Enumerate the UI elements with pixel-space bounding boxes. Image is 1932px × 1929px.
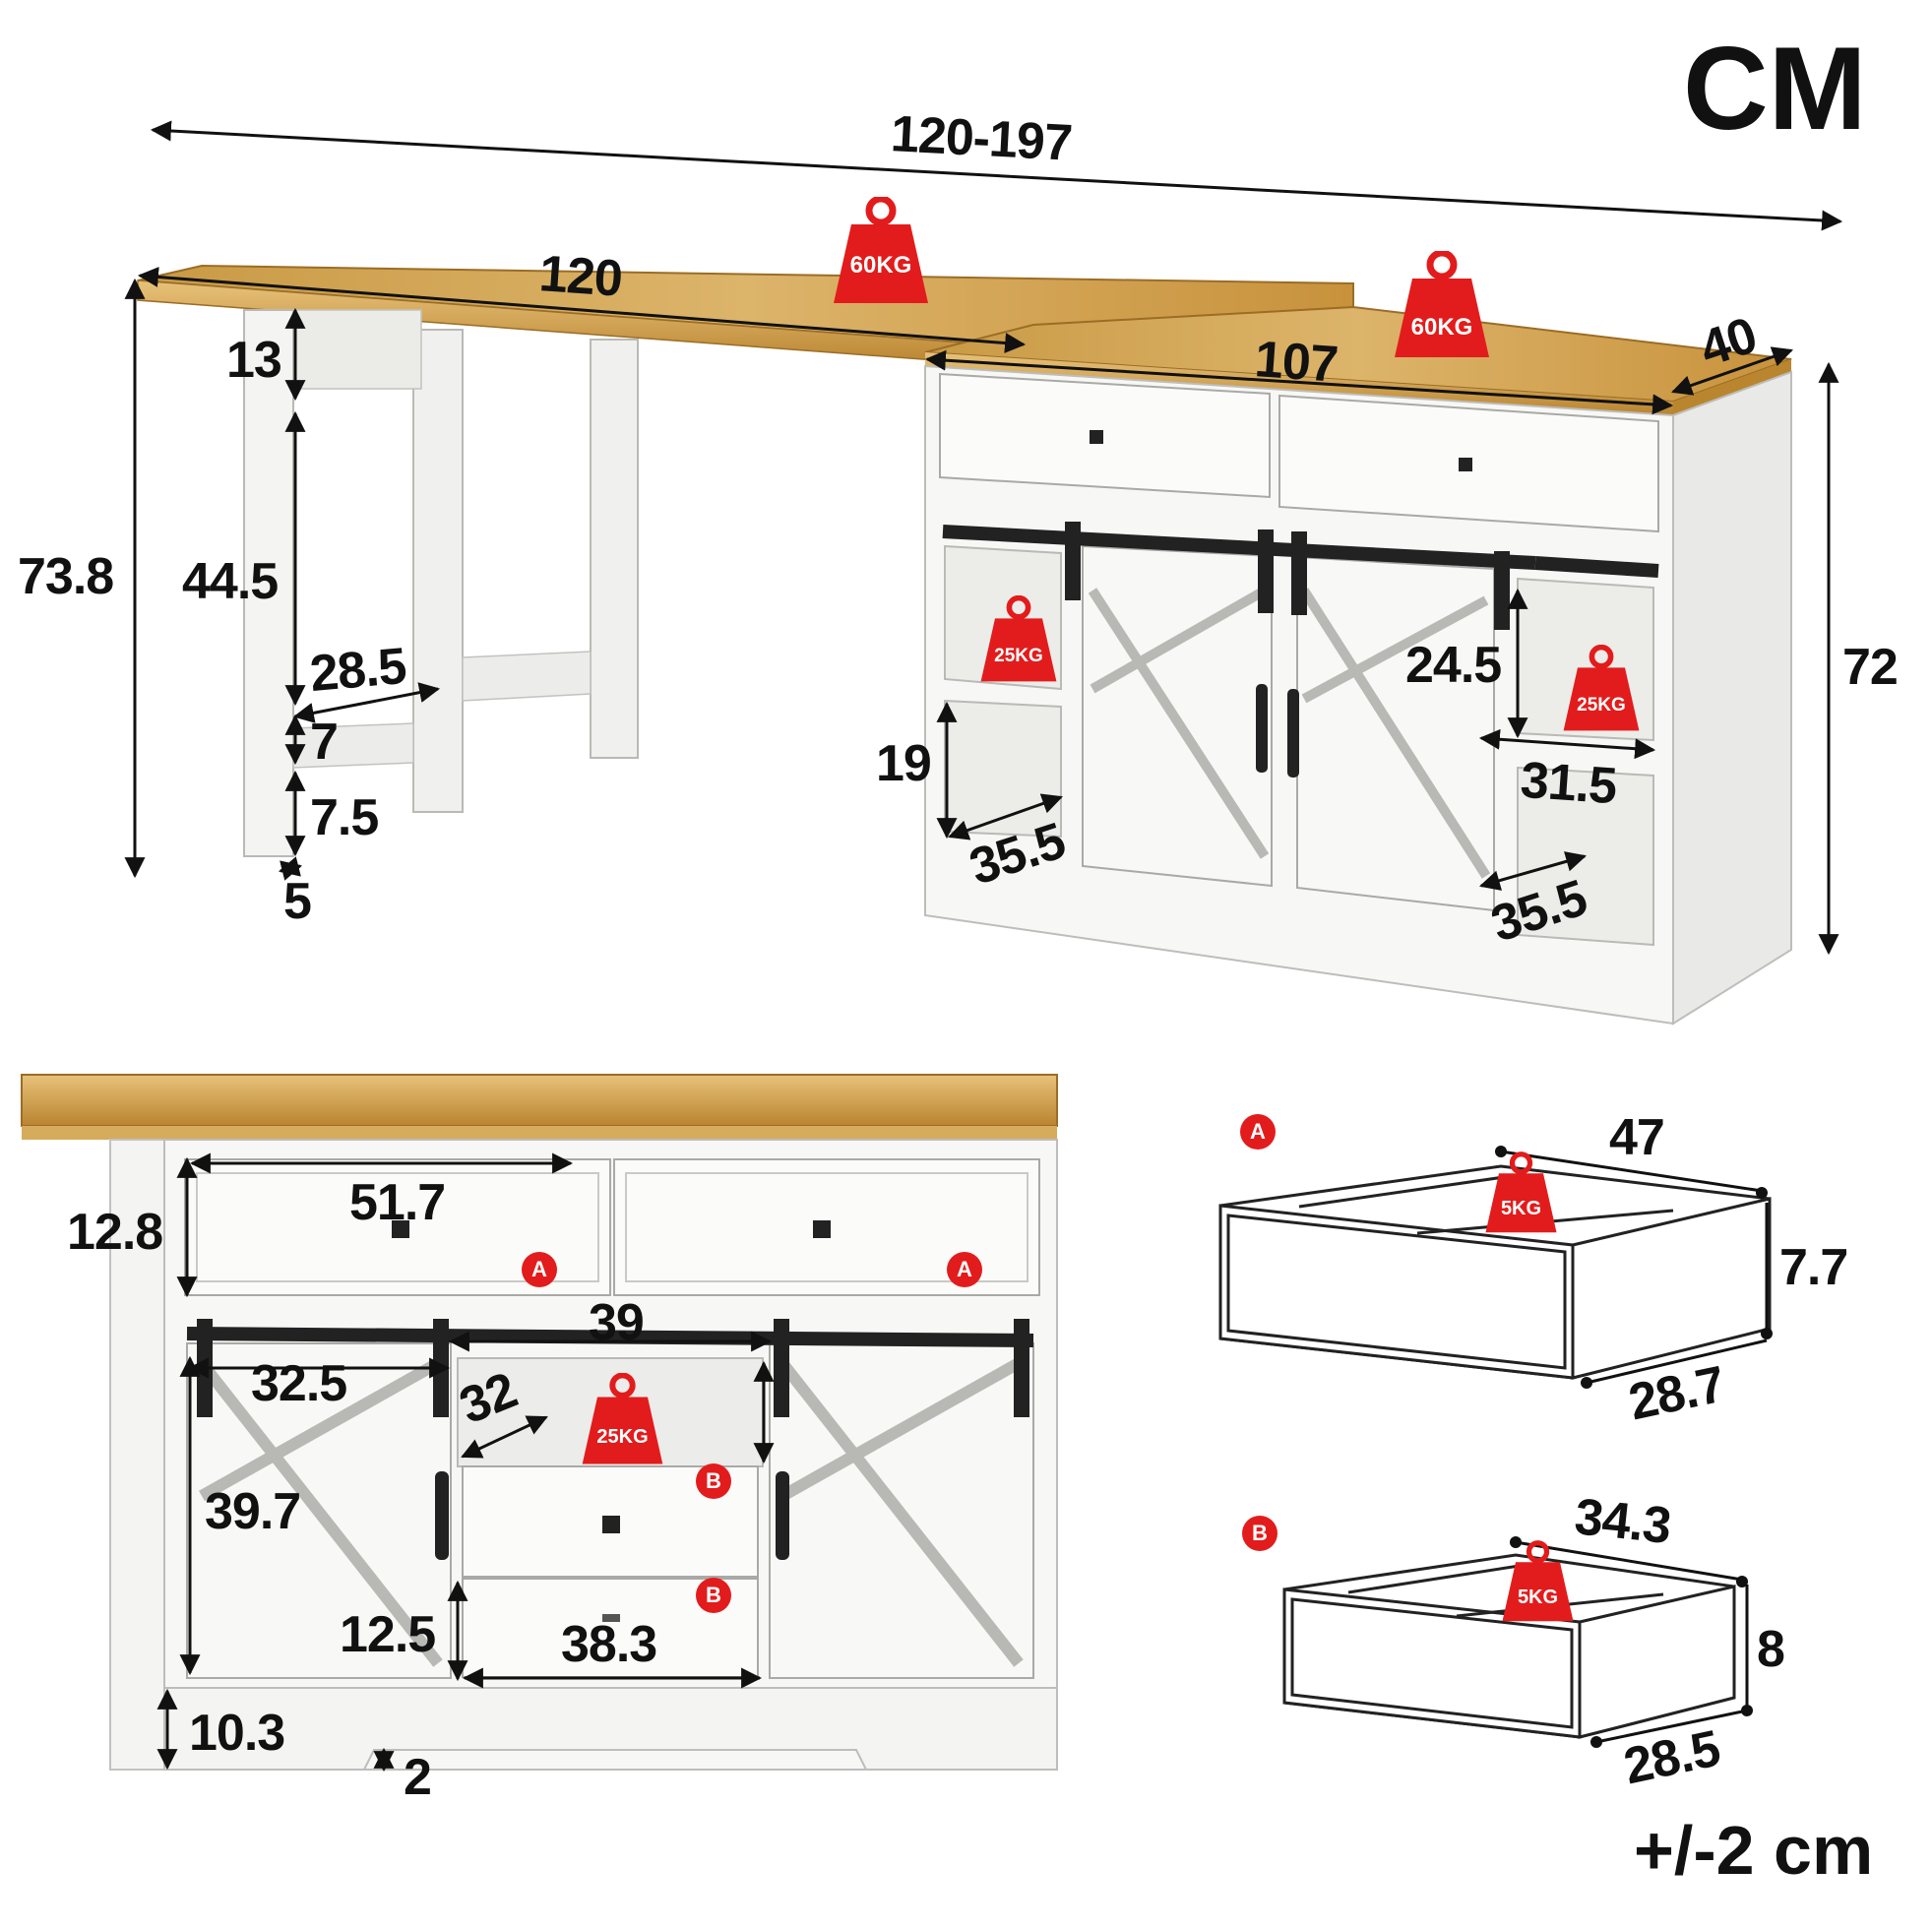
weight-label: 25KG xyxy=(994,646,1043,666)
tag-b: B xyxy=(1242,1516,1278,1551)
total-width-label: 120-197 xyxy=(889,105,1074,172)
unit-title: CM xyxy=(1683,23,1867,155)
cabinet-height-label: 72 xyxy=(1842,639,1899,696)
base-height-label: 10.3 xyxy=(189,1705,285,1762)
leg-clearance-label: 44.5 xyxy=(182,553,279,610)
door-width-label: 32.5 xyxy=(251,1355,347,1412)
left-shelf-height-label: 19 xyxy=(876,735,932,792)
weight-icon: 25KG xyxy=(1562,644,1641,733)
tolerance-note: +/-2 cm xyxy=(1634,1812,1874,1889)
weight-icon: 25KG xyxy=(581,1372,664,1466)
drawer-height-label: 12.8 xyxy=(67,1204,163,1261)
drawer-a-height-label: 7.7 xyxy=(1779,1239,1848,1296)
desk-leg xyxy=(590,339,639,759)
desk-leg xyxy=(412,329,464,813)
weight-icon: 5KG xyxy=(1501,1540,1575,1624)
tag-b: B xyxy=(696,1463,731,1499)
right-shelf-width-label: 31.5 xyxy=(1519,751,1619,816)
weight-label: 5KG xyxy=(1517,1587,1559,1608)
weight-label: 5KG xyxy=(1500,1198,1542,1219)
front-desk-top xyxy=(21,1074,1058,1127)
center-width-label: 39 xyxy=(589,1294,645,1351)
barn-door-rail xyxy=(942,525,1536,570)
weight-icon: 60KG xyxy=(832,195,930,305)
weight-icon: 5KG xyxy=(1484,1151,1558,1235)
tag-a: A xyxy=(522,1252,557,1287)
drawer-b-height-label: 8 xyxy=(1757,1621,1785,1678)
weight-label: 60KG xyxy=(849,252,912,279)
desk-top-length-label: 120 xyxy=(537,245,624,308)
desk-height-label: 73.8 xyxy=(18,548,114,605)
door-height-label: 39.7 xyxy=(205,1483,301,1540)
stretcher-gap-label: 7.5 xyxy=(310,789,379,846)
cabinet-drawer xyxy=(939,372,1271,499)
drawer-width-label: 51.7 xyxy=(349,1174,446,1231)
weight-label: 25KG xyxy=(1577,695,1626,716)
tag-b: B xyxy=(696,1578,731,1613)
drawer-b-diagram xyxy=(1282,1553,1736,1739)
weight-label: 25KG xyxy=(596,1426,649,1448)
apron-height-label: 13 xyxy=(226,332,282,389)
tag-a: A xyxy=(947,1252,982,1287)
stretcher-height-label: 7 xyxy=(310,714,339,771)
small-drawer-height-label: 12.5 xyxy=(340,1606,436,1663)
leg-width-label: 5 xyxy=(283,873,312,930)
drawer-a-diagram xyxy=(1218,1164,1772,1380)
weight-label: 60KG xyxy=(1410,314,1473,341)
small-drawer-width-label: 38.3 xyxy=(561,1616,657,1673)
drawer-a-width-label: 47 xyxy=(1609,1109,1665,1166)
foot-height-label: 2 xyxy=(404,1749,432,1806)
tag-a: A xyxy=(1240,1114,1276,1150)
leg-depth-label: 28.5 xyxy=(307,637,408,704)
weight-icon: 60KG xyxy=(1393,249,1491,359)
cabinet-width-label: 107 xyxy=(1253,331,1340,394)
weight-icon: 25KG xyxy=(979,594,1058,684)
drawer-b-width-label: 34.3 xyxy=(1572,1488,1673,1555)
right-shelf-height-label: 24.5 xyxy=(1405,637,1502,694)
